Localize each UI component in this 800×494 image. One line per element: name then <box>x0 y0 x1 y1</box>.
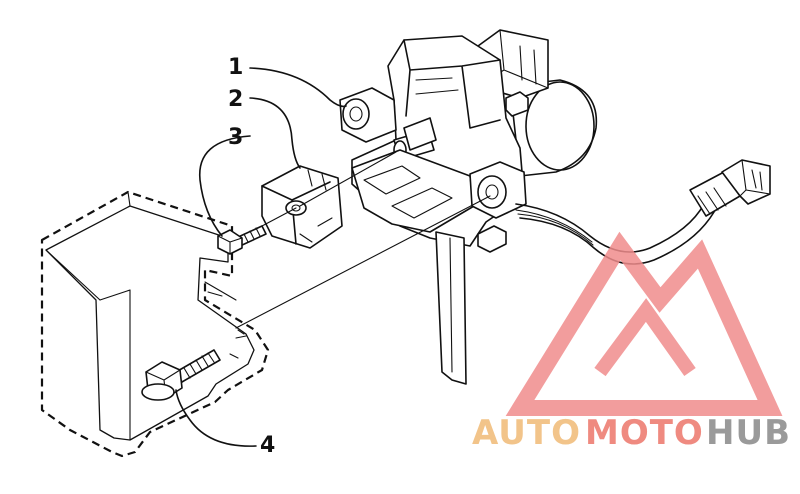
leader-lines <box>175 67 347 447</box>
wordmark-auto: AUTO <box>472 413 581 453</box>
dashed-cover-housing <box>40 190 270 458</box>
actuator-assembly-part-1 <box>339 29 598 385</box>
wordmark-hub: HUB <box>706 413 791 453</box>
callout-3: 3 <box>228 125 243 150</box>
rotor-part-2 <box>261 165 343 249</box>
assembly-centerlines <box>235 151 491 329</box>
callout-1: 1 <box>228 55 243 80</box>
wordmark-moto: MOTO <box>585 413 704 453</box>
callout-2: 2 <box>228 87 243 112</box>
bolt-part-4 <box>141 349 221 401</box>
callout-4: 4 <box>260 433 275 458</box>
automotohub-wordmark: AUTO MOTO HUB <box>472 413 791 453</box>
screw-part-3 <box>217 225 267 255</box>
automotohub-logo <box>505 231 783 416</box>
wire-harness <box>515 159 771 265</box>
